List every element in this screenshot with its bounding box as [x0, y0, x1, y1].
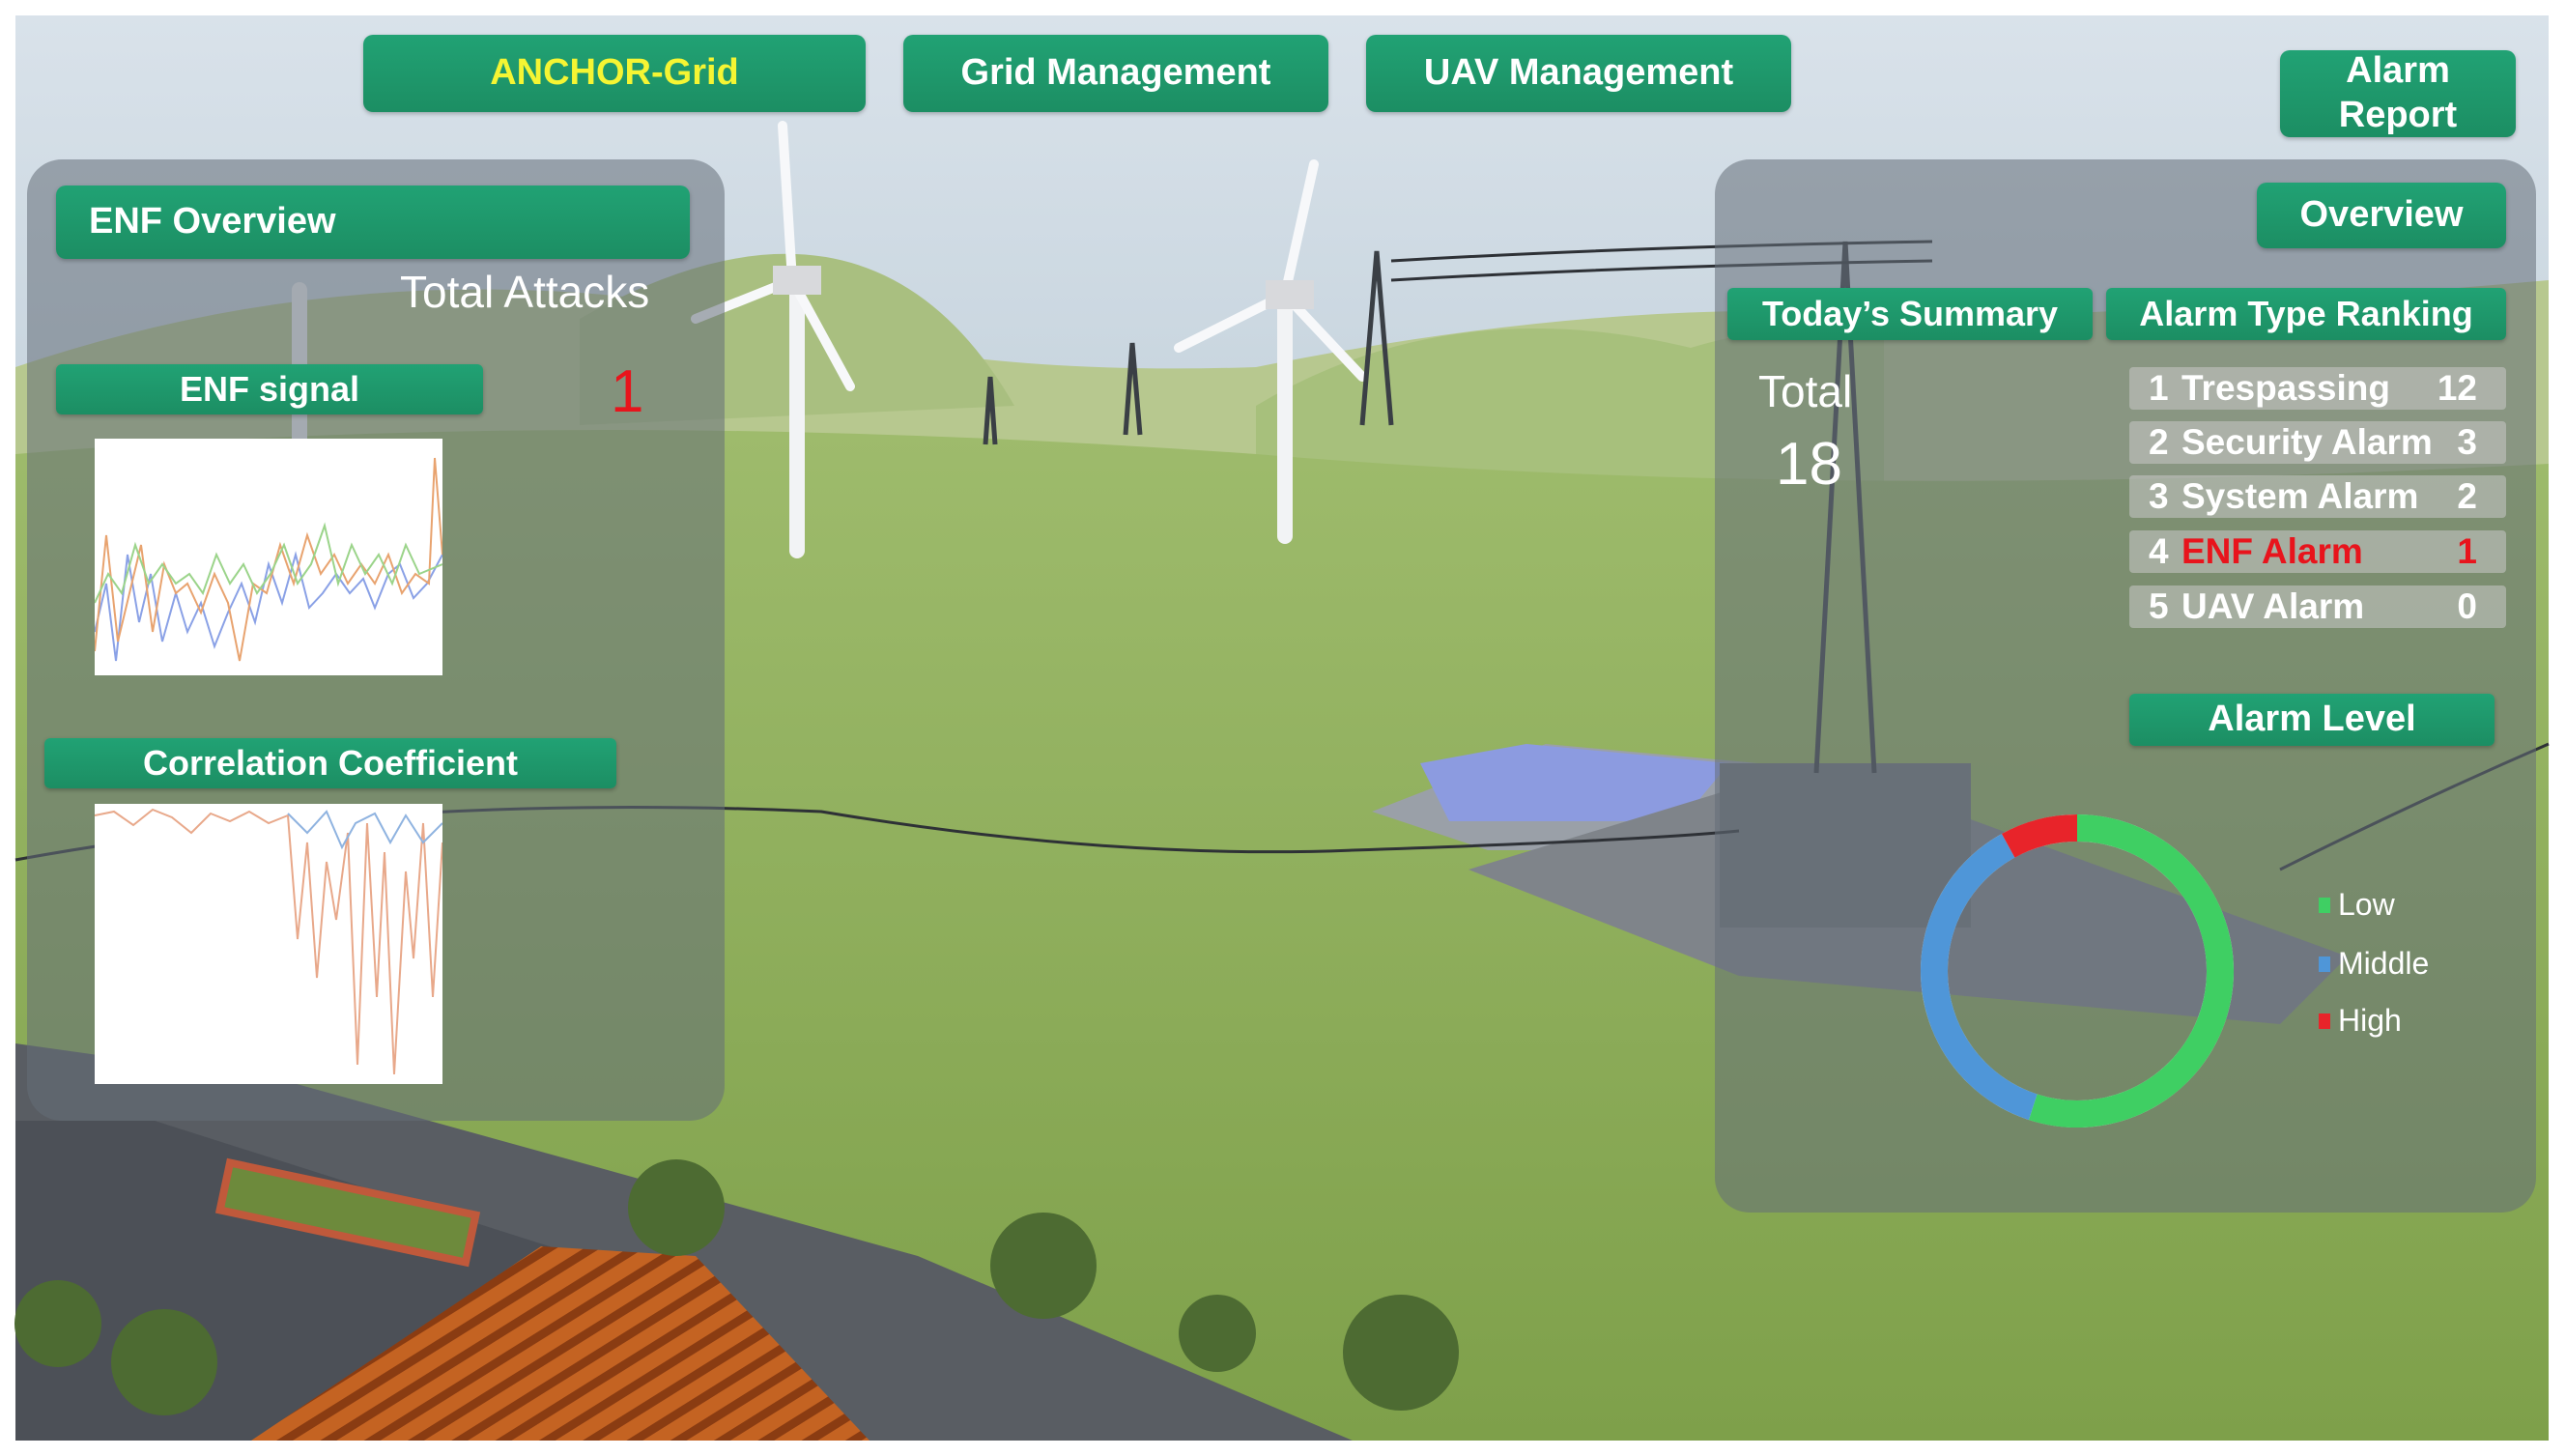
ranking-row: 4 ENF Alarm 1 [2129, 530, 2506, 573]
correlation-header: Correlation Coefficient [44, 738, 616, 788]
correlation-chart [94, 804, 443, 1084]
app-title-button[interactable]: ANCHOR-Grid [363, 35, 866, 112]
ranking-name: Trespassing [2181, 368, 2390, 408]
app-title-label: ANCHOR-Grid [490, 52, 739, 94]
ranking-rank: 2 [2149, 422, 2169, 462]
legend-low-swatch [2319, 897, 2330, 913]
donut-segment-middle [1921, 834, 2038, 1121]
enf-series-blue [94, 551, 443, 662]
enf-signal-label: ENF signal [179, 369, 360, 410]
legend-high-label: High [2338, 1003, 2402, 1038]
correlation-plot [94, 808, 443, 1075]
legend-middle: Middle [2319, 946, 2429, 982]
alarm-report-button[interactable]: Alarm Report [2280, 50, 2516, 137]
overview-label: Overview [2299, 194, 2464, 236]
grid-management-label: Grid Management [960, 52, 1271, 94]
alarm-report-label-line1: Alarm [2346, 50, 2450, 92]
enf-overview-header: ENF Overview [56, 186, 690, 259]
ranking-row: 5 UAV Alarm 0 [2129, 585, 2506, 628]
ranking-rank: 1 [2149, 368, 2169, 408]
correlation-label: Correlation Coefficient [142, 743, 519, 784]
ranking-name: Security Alarm [2181, 422, 2433, 462]
total-label: Total [1758, 366, 1853, 416]
ranking-count: 2 [2457, 476, 2477, 516]
alarm-type-ranking-header: Alarm Type Ranking [2106, 288, 2506, 340]
alarm-type-ranking-label: Alarm Type Ranking [2139, 294, 2473, 334]
enf-series-green [94, 522, 443, 604]
uav-management-label: UAV Management [1423, 52, 1734, 94]
enf-series-orange [94, 457, 443, 662]
ranking-count: 0 [2457, 586, 2477, 626]
alarm-report-label-line2: Report [2338, 95, 2458, 135]
total-value: 18 [1776, 431, 1842, 498]
todays-summary-header: Today’s Summary [1727, 288, 2093, 340]
ranking-row: 2 Security Alarm 3 [2129, 421, 2506, 464]
alarm-level-donut [1921, 814, 2234, 1128]
ranking-row: 3 System Alarm 2 [2129, 475, 2506, 518]
ranking-count-highlight: 1 [2457, 531, 2477, 571]
legend-high: High [2319, 1003, 2402, 1039]
correlation-series-blue [287, 810, 443, 850]
alarm-level-label: Alarm Level [2208, 699, 2416, 740]
legend-low-label: Low [2338, 887, 2395, 922]
legend-middle-label: Middle [2338, 946, 2430, 981]
ranking-name-highlight: ENF Alarm [2181, 531, 2363, 571]
enf-signal-plot [94, 457, 443, 662]
legend-high-swatch [2319, 1013, 2330, 1029]
total-attacks-label: Total Attacks [400, 267, 650, 317]
legend-middle-swatch [2319, 956, 2330, 972]
ranking-count: 3 [2457, 422, 2477, 462]
enf-signal-chart [94, 439, 443, 675]
correlation-series-orange [94, 808, 443, 1075]
overview-header[interactable]: Overview [2257, 183, 2506, 248]
ranking-rank: 5 [2149, 586, 2169, 626]
ranking-count: 12 [2437, 368, 2477, 408]
ranking-row: 1 Trespassing 12 [2129, 367, 2506, 410]
ranking-rank: 3 [2149, 476, 2169, 516]
ranking-name: System Alarm [2181, 476, 2419, 516]
donut-segment-low [2028, 814, 2234, 1128]
total-attacks-value: 1 [611, 358, 644, 425]
enf-overview-title: ENF Overview [89, 201, 336, 243]
enf-signal-header: ENF signal [56, 364, 483, 414]
donut-segment-high [2001, 814, 2078, 858]
grid-management-button[interactable]: Grid Management [903, 35, 1328, 112]
alarm-level-header: Alarm Level [2129, 694, 2495, 746]
uav-management-button[interactable]: UAV Management [1366, 35, 1791, 112]
legend-low: Low [2319, 887, 2395, 923]
ranking-name: UAV Alarm [2181, 586, 2365, 626]
todays-summary-label: Today’s Summary [1761, 294, 2059, 334]
ranking-rank: 4 [2149, 531, 2169, 571]
